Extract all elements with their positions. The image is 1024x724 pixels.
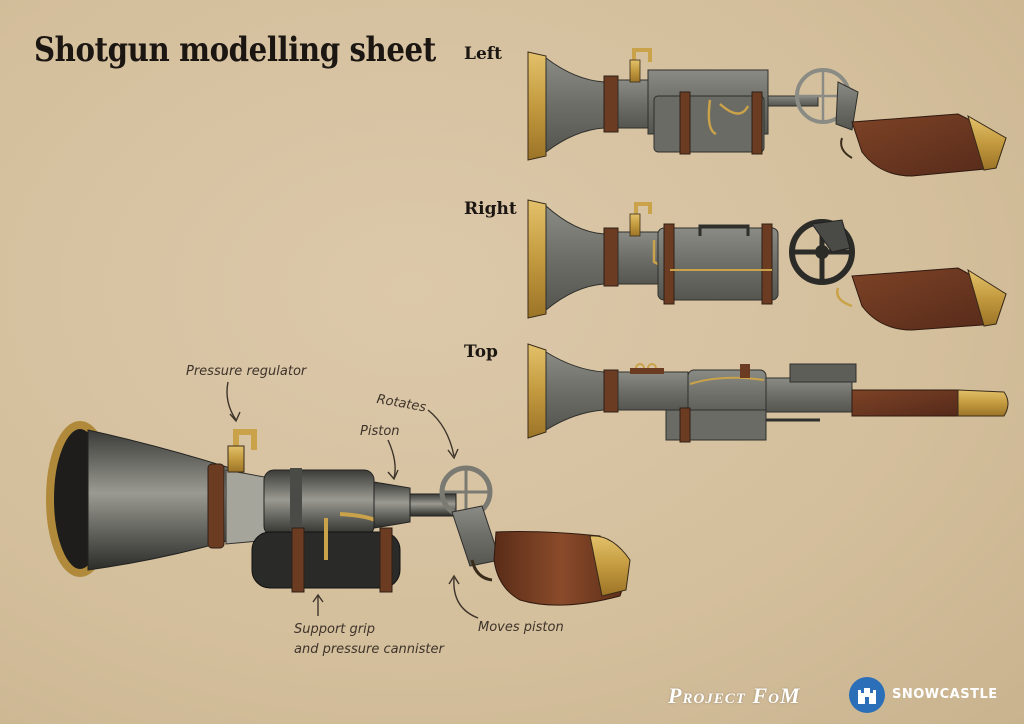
note-moves-piston: Moves piston <box>478 620 564 635</box>
view-label-left: Left <box>464 44 502 64</box>
view-label-top: Top <box>464 342 498 362</box>
top-view-gun <box>527 343 1009 443</box>
annotation-arrows <box>226 381 479 619</box>
castle-icon <box>849 677 885 713</box>
studio-name: SNOWCASTLE <box>892 687 998 702</box>
note-support-grip-line2: and pressure cannister <box>294 642 444 657</box>
sheet-title: Shotgun modelling sheet <box>34 30 436 70</box>
left-view-gun <box>527 48 1007 177</box>
right-view-gun <box>527 199 1007 331</box>
note-piston: Piston <box>360 424 400 439</box>
note-support-grip-line1: Support grip <box>294 622 375 637</box>
view-label-right: Right <box>464 199 517 219</box>
note-pressure-regulator: Pressure regulator <box>186 364 307 379</box>
perspective-gun-render <box>46 421 631 606</box>
project-logo-text: Project FoM <box>668 683 801 708</box>
